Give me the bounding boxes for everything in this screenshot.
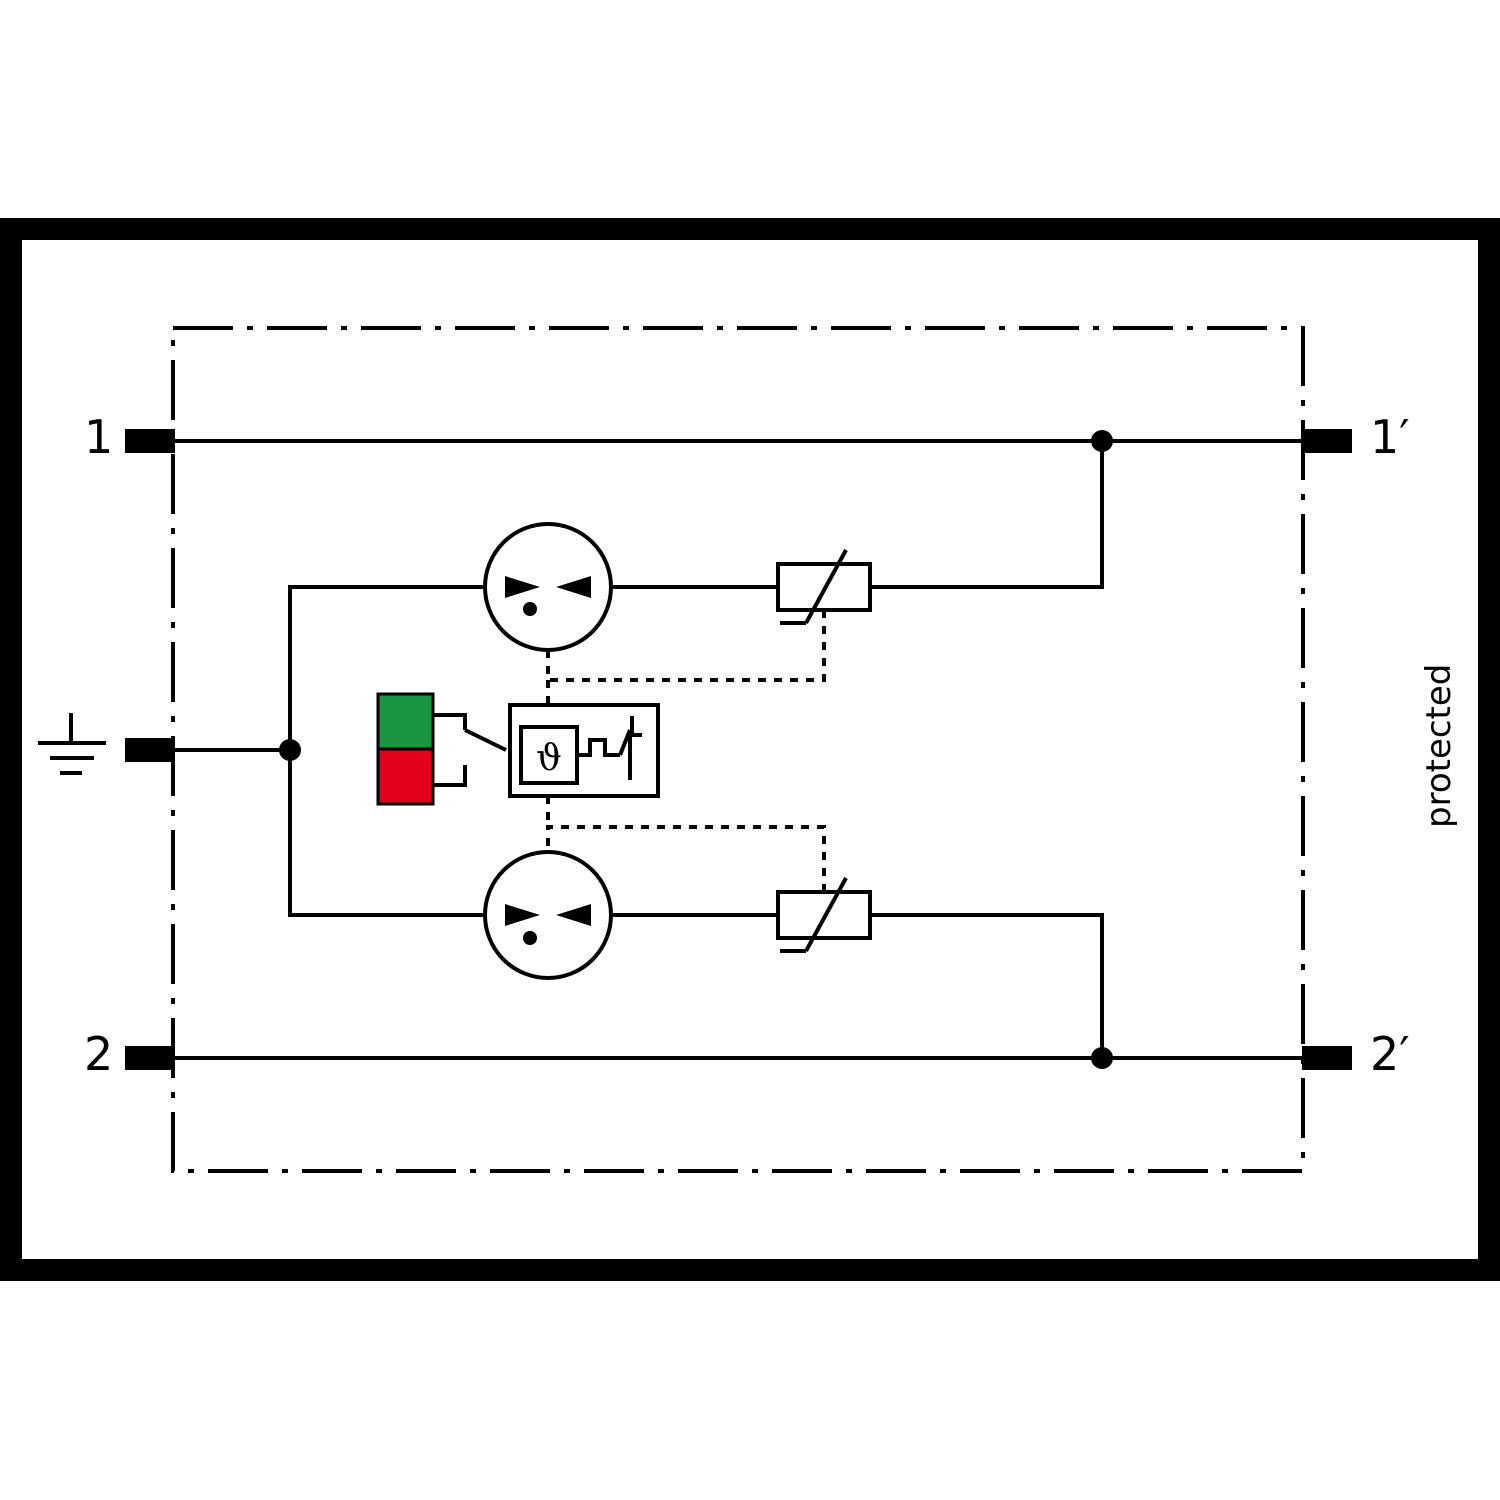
- device-boundary: [171, 326, 1305, 1173]
- thermal-coupling-upper: [546, 610, 826, 682]
- indicator-fault: [376, 747, 435, 806]
- thermal-symbol: ϑ: [536, 738, 562, 779]
- terminal-label-1: 1: [84, 410, 113, 464]
- terminal-block-2: [125, 1046, 175, 1070]
- terminal-block-ground: [125, 738, 175, 762]
- terminal-block-2-prime: [1302, 1046, 1352, 1070]
- outer-frame: [0, 218, 1500, 1281]
- left-bus: [288, 585, 485, 917]
- terminal-block-1-prime: [1302, 429, 1352, 453]
- indicator-ok: [376, 692, 435, 751]
- gas-discharge-tube-icon: [483, 850, 613, 980]
- ground-icon: [38, 713, 106, 775]
- gas-discharge-tube-icon: [483, 522, 613, 652]
- thermal-disconnector-icon: ϑ: [508, 703, 660, 798]
- wire-upper-right: [870, 441, 1104, 589]
- wire-lower-right: [870, 913, 1104, 1058]
- thermal-coupling-lower: [546, 825, 826, 892]
- terminal-label-2-prime: 2′: [1370, 1027, 1410, 1081]
- terminal-block-1: [125, 429, 175, 453]
- terminal-label-2: 2: [84, 1027, 113, 1081]
- side-label-protected: protected: [1419, 664, 1459, 828]
- terminal-label-1-prime: 1′: [1370, 410, 1410, 464]
- status-indicator-icon: [376, 692, 507, 806]
